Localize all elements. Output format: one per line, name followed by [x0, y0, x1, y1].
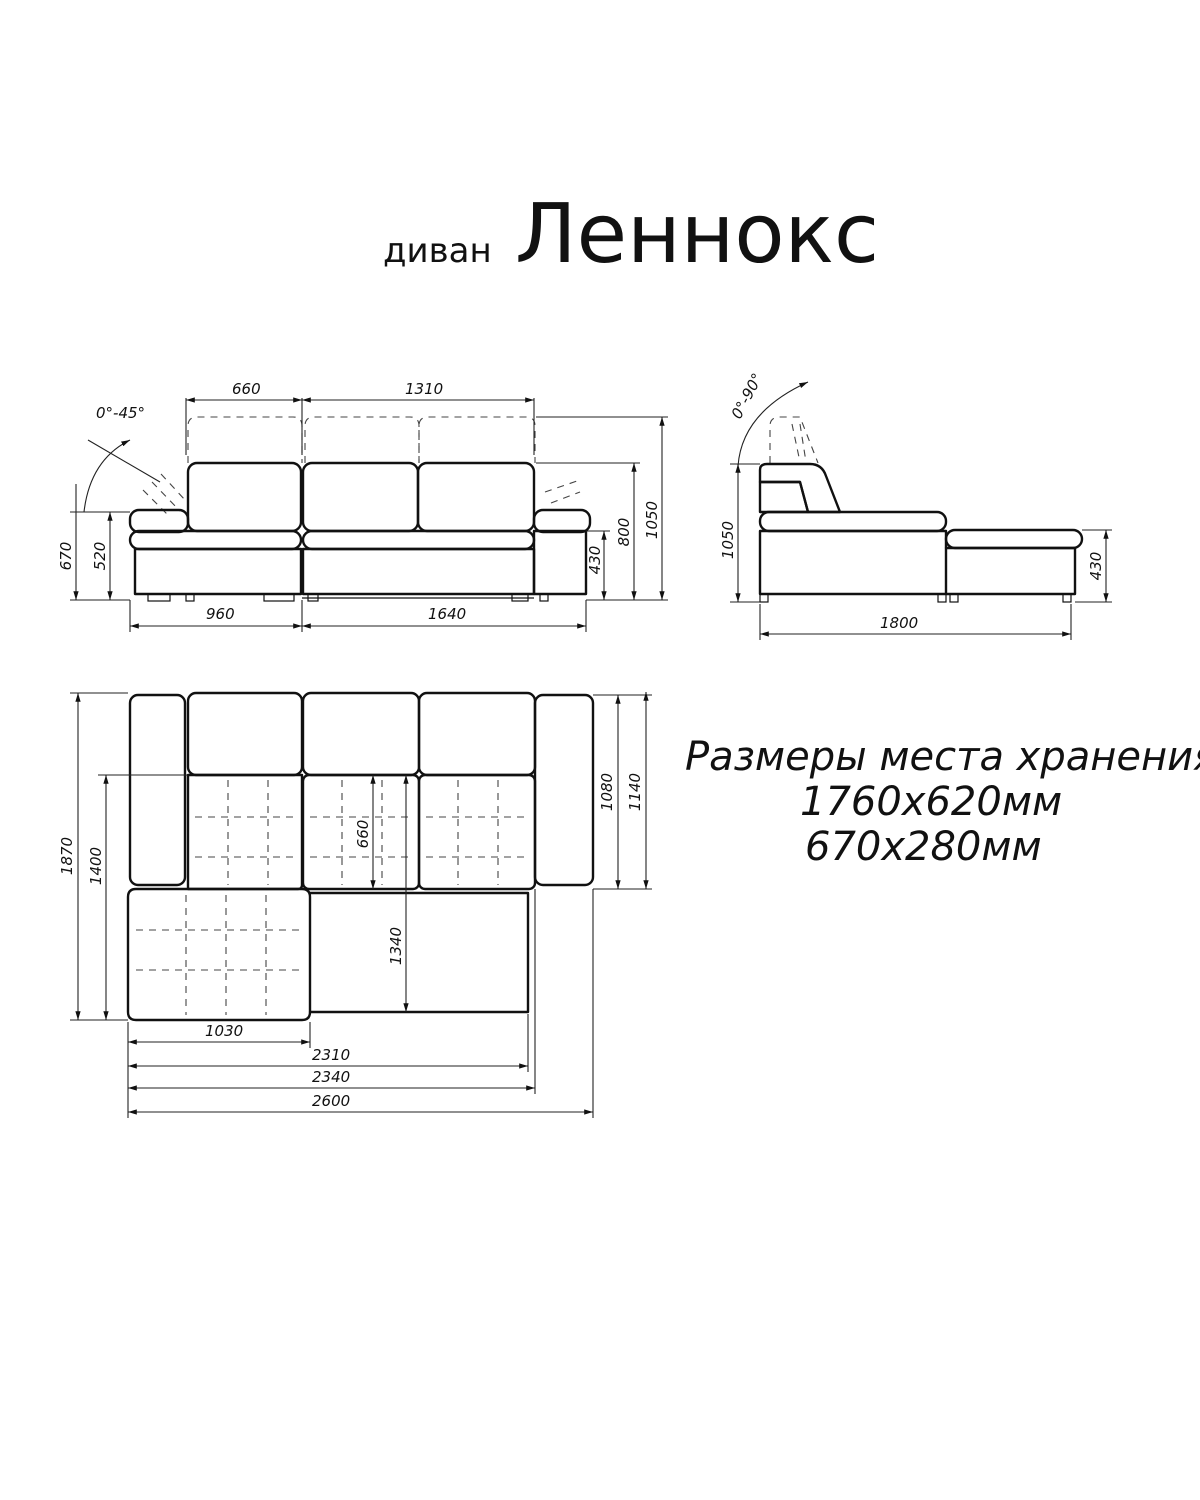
dim-1080: 1080: [598, 773, 616, 811]
dim-1640: 1640: [428, 605, 466, 623]
dim-1400: 1400: [87, 847, 105, 885]
side-view: 0°-90° 1050 430 1800: [719, 370, 1112, 640]
storage-size-1: 1760х620мм: [800, 779, 1062, 825]
storage-heading: Размеры места хранения: [685, 734, 1200, 780]
dim-520: 520: [91, 542, 109, 571]
dim-800: 800: [615, 518, 633, 547]
dim-1870: 1870: [58, 837, 76, 875]
front-view: 660 1310 960 1640 670 520 0°-45° 430 800…: [57, 380, 668, 632]
dim-1140: 1140: [626, 773, 644, 811]
dim-670: 670: [57, 542, 75, 571]
dim-2600: 2600: [312, 1092, 350, 1110]
storage-size-2: 670х280мм: [805, 824, 1042, 870]
dim-1310-top: 1310: [405, 380, 443, 398]
dim-430-front: 430: [586, 546, 604, 575]
dim-430-side: 430: [1087, 552, 1105, 581]
dim-960: 960: [206, 605, 235, 623]
title-prefix: диван: [383, 231, 492, 271]
dim-1800: 1800: [880, 614, 918, 632]
dim-2340: 2340: [312, 1068, 350, 1086]
dim-1340: 1340: [387, 927, 405, 965]
dim-2310: 2310: [312, 1046, 350, 1064]
dim-660-top: 660: [232, 380, 261, 398]
angle-0-45: 0°-45°: [96, 404, 145, 422]
storage-note: Размеры места хранения 1760х620мм 670х28…: [685, 734, 1200, 870]
dim-1050-front: 1050: [643, 501, 661, 539]
top-view: 1870 1400 660 1340 1080 1140 1030 2310 2…: [58, 691, 652, 1118]
dim-1030: 1030: [205, 1022, 243, 1040]
dim-660-top-view: 660: [354, 820, 372, 849]
title-name: Леннокс: [515, 187, 879, 282]
dim-1050-side: 1050: [719, 521, 737, 559]
